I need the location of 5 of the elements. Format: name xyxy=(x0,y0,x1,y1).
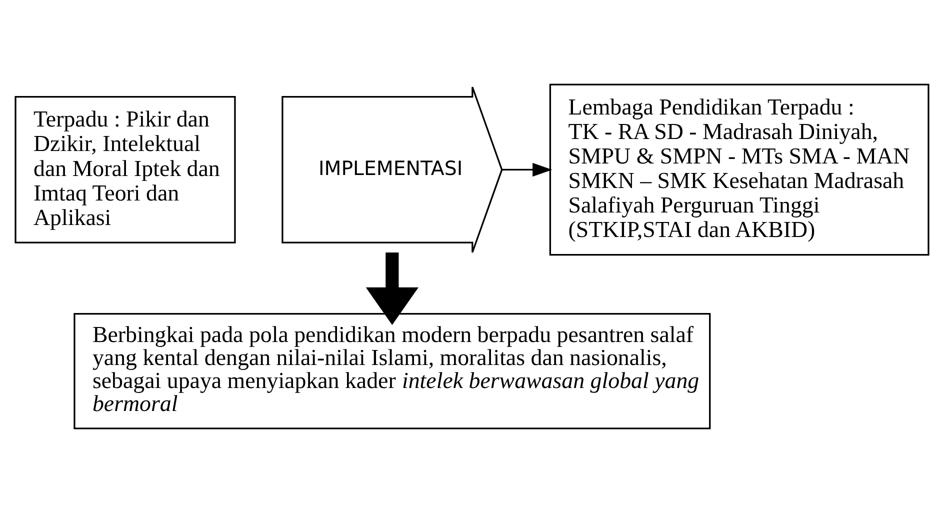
arrow xyxy=(502,162,552,177)
node-box: Berbingkai pada pola pendidikan modern berpadu pesantren salaf yang kental dengan nilai-nilai Islami, moralitas dan nasionalis, sebagai upaya menyiapkan kader intelek berwawasan global yang bermoral xyxy=(74,313,711,430)
arrow xyxy=(366,252,418,325)
node-box: Terpadu : Pikir dan Dzikir, Intelektual dan Moral Iptek dan Imtaq Teori dan Aplikasi xyxy=(14,96,236,244)
node-box: Lembaga Pendidikan Terpadu : TK - RA SD - Madrasah Diniyah, SMPU & SMPN - MTs SMA - MAN SMKN – SMK Kesehatan Madrasah Salafiyah Perguruan Tinggi (STKIP,STAI dan AKBID) xyxy=(549,84,930,256)
